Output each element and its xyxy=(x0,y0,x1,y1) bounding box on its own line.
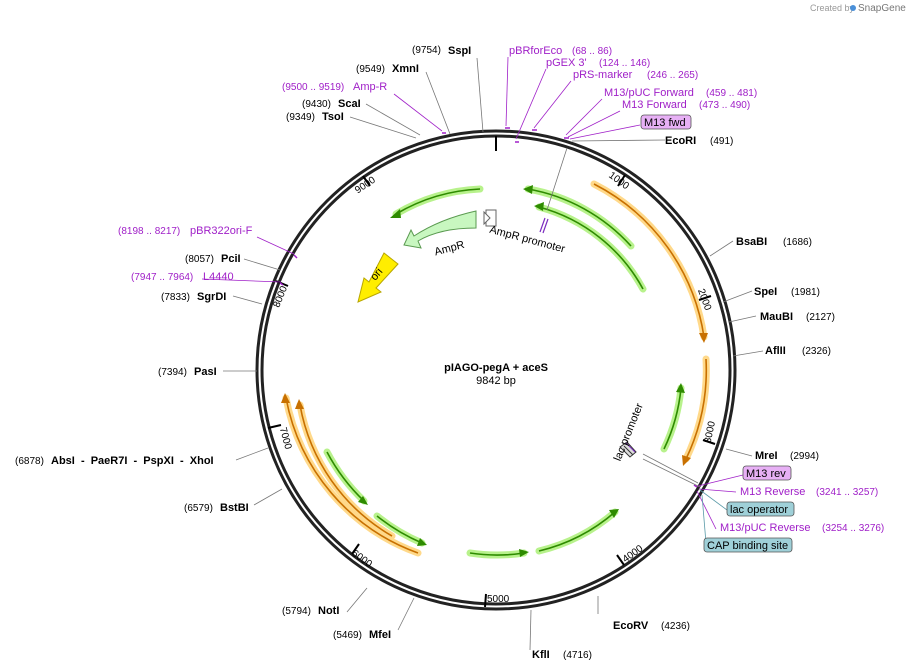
primer-pos-m13puc-fwd: (459 .. 481) xyxy=(706,88,757,99)
primer-pos-pbr322ori-f: (8198 .. 8217) xyxy=(118,226,180,237)
tick-5000: 5000 xyxy=(487,594,510,605)
site-name-bstbi: BstBI xyxy=(220,502,249,514)
plasmid-name: pIAGO-pegA + aceS xyxy=(444,362,548,374)
orf-arrow-right-small xyxy=(660,383,685,453)
ampr-label: AmpR xyxy=(433,239,466,259)
primer-name-pbr322ori-f: pBR322ori-F xyxy=(190,225,253,237)
m13-rev-label: M13 rev xyxy=(746,468,786,480)
tick-1000: 1000 xyxy=(606,170,631,192)
site-pos-maubi: (2127) xyxy=(806,312,835,323)
orf-arrow-upper-right-inner xyxy=(534,202,647,293)
primer-name-pbrforeco: pBRforEco xyxy=(509,45,562,57)
orange-arrow-left-inner xyxy=(295,399,396,540)
site-name-mrei: MreI xyxy=(755,450,778,462)
primer-pos-m13-reverse: (3241 .. 3257) xyxy=(816,487,878,498)
tick-9000: 9000 xyxy=(353,174,378,196)
orf-arrow-bottom-left-a xyxy=(373,512,427,547)
primer-pos-pgex3: (124 .. 146) xyxy=(599,58,650,69)
primer-name-l4440: L4440 xyxy=(203,271,234,283)
ori-feature: ori xyxy=(357,252,399,303)
site-name-ecorv: EcoRV xyxy=(613,620,649,632)
site-pos-ecori: (491) xyxy=(710,136,733,147)
primer-pos-prs-marker: (246 .. 265) xyxy=(647,70,698,81)
site-name-ecori: EcoRI xyxy=(665,135,696,147)
site-name-spei: SpeI xyxy=(754,286,777,298)
site-name-mfei: MfeI xyxy=(369,629,391,641)
site-pos-mfei: (5469) xyxy=(333,630,362,641)
site-pos-sgrdi: (7833) xyxy=(161,292,190,303)
site-pos-noti: (5794) xyxy=(282,606,311,617)
site-pos-scai: (9430) xyxy=(302,99,331,110)
primer-pos-pbrforeco: (68 .. 86) xyxy=(572,46,612,57)
site-pos-bstbi: (6579) xyxy=(184,503,213,514)
site-name-xmni: XmnI xyxy=(392,63,419,75)
primer-name-pgex3: pGEX 3' xyxy=(546,57,587,69)
ampr-feature: AmpR AmpR promoter xyxy=(403,209,567,259)
site-name-pcii: PciI xyxy=(221,253,241,265)
snapgene-logo-icon xyxy=(850,5,856,11)
tick-4000: 4000 xyxy=(621,543,646,565)
site-pos-tsoi: (9349) xyxy=(286,112,315,123)
site-pos-mrei: (2994) xyxy=(790,451,819,462)
site-name-scai: ScaI xyxy=(338,98,361,110)
site-pos-pcii: (8057) xyxy=(185,254,214,265)
primer-name-m13-forward: M13 Forward xyxy=(622,99,687,111)
orf-arrow-bottom-left-b xyxy=(323,448,368,505)
plasmid-length: 9842 bp xyxy=(476,375,516,387)
orange-arrow-right-upper xyxy=(590,180,708,343)
lac-operator-label: lac operator xyxy=(730,504,788,516)
primer-pos-m13puc-rev: (3254 .. 3276) xyxy=(822,523,884,534)
site-pos-ecorv: (4236) xyxy=(661,621,690,632)
primer-name-m13puc-fwd: M13/pUC Forward xyxy=(604,87,694,99)
orf-arrow-upper-left xyxy=(390,185,484,218)
credit-prefix: Created by xyxy=(810,3,855,13)
site-pos-pasi: (7394) xyxy=(158,367,187,378)
orf-arrow-upper-right-outer xyxy=(523,185,635,250)
site-pos-aflii: (2326) xyxy=(802,346,831,357)
site-pos-spei: (1981) xyxy=(791,287,820,298)
site-name-maubi: MauBI xyxy=(760,311,793,323)
primer-name-m13puc-rev: M13/pUC Reverse xyxy=(720,522,810,534)
site-name-bsabi: BsaBI xyxy=(736,236,767,248)
tick-3000: 3000 xyxy=(703,420,718,444)
site-name-sgrdi: SgrDI xyxy=(197,291,226,303)
site-pos-xhoi-group: (6878) xyxy=(15,456,44,467)
credit-brand: SnapGene xyxy=(858,3,906,14)
lac-promoter-feature: lac promoter xyxy=(612,401,646,462)
m13-fwd-box xyxy=(640,114,692,130)
primer-name-amp-r: Amp-R xyxy=(353,81,387,93)
cap-binding-site-label: CAP binding site xyxy=(707,540,788,552)
primer-pos-amp-r: (9500 .. 9519) xyxy=(282,82,344,93)
site-name-kfli: KflI xyxy=(532,649,550,661)
m13-rev-box xyxy=(742,465,792,481)
backbone-outer xyxy=(255,129,737,611)
site-name-xhoi-group: AbsI - PaeR7I - PspXI - XhoI xyxy=(51,455,214,467)
primer-name-m13-reverse: M13 Reverse xyxy=(740,486,805,498)
site-pos-xmni: (9549) xyxy=(356,64,385,75)
orange-arrow-right-lower xyxy=(682,355,710,466)
orf-arrow-bottom-middle xyxy=(466,549,529,559)
lac-operator-box xyxy=(726,501,795,517)
site-name-sspi: SspI xyxy=(448,45,471,57)
tick-8000: 8000 xyxy=(271,284,290,309)
primer-name-prs-marker: pRS-marker xyxy=(573,69,633,81)
orange-arrow-left-outer xyxy=(281,393,422,557)
primer-pos-l4440: (7947 .. 7964) xyxy=(131,272,193,283)
site-name-pasi: PasI xyxy=(194,366,217,378)
cap-binding-site-box xyxy=(703,537,793,553)
site-pos-kfli: (4716) xyxy=(563,650,592,661)
primer-pos-m13-forward: (473 .. 490) xyxy=(699,100,750,111)
site-pos-bsabi: (1686) xyxy=(783,237,812,248)
ampr-promoter-label: AmpR promoter xyxy=(488,224,566,256)
site-name-tsoi: TsoI xyxy=(322,111,344,123)
m13-fwd-label: M13 fwd xyxy=(644,117,686,129)
site-name-noti: NotI xyxy=(318,605,339,617)
site-pos-sspi: (9754) xyxy=(412,45,441,56)
orf-arrow-bottom-right xyxy=(535,508,619,555)
site-name-aflii: AflII xyxy=(765,345,786,357)
